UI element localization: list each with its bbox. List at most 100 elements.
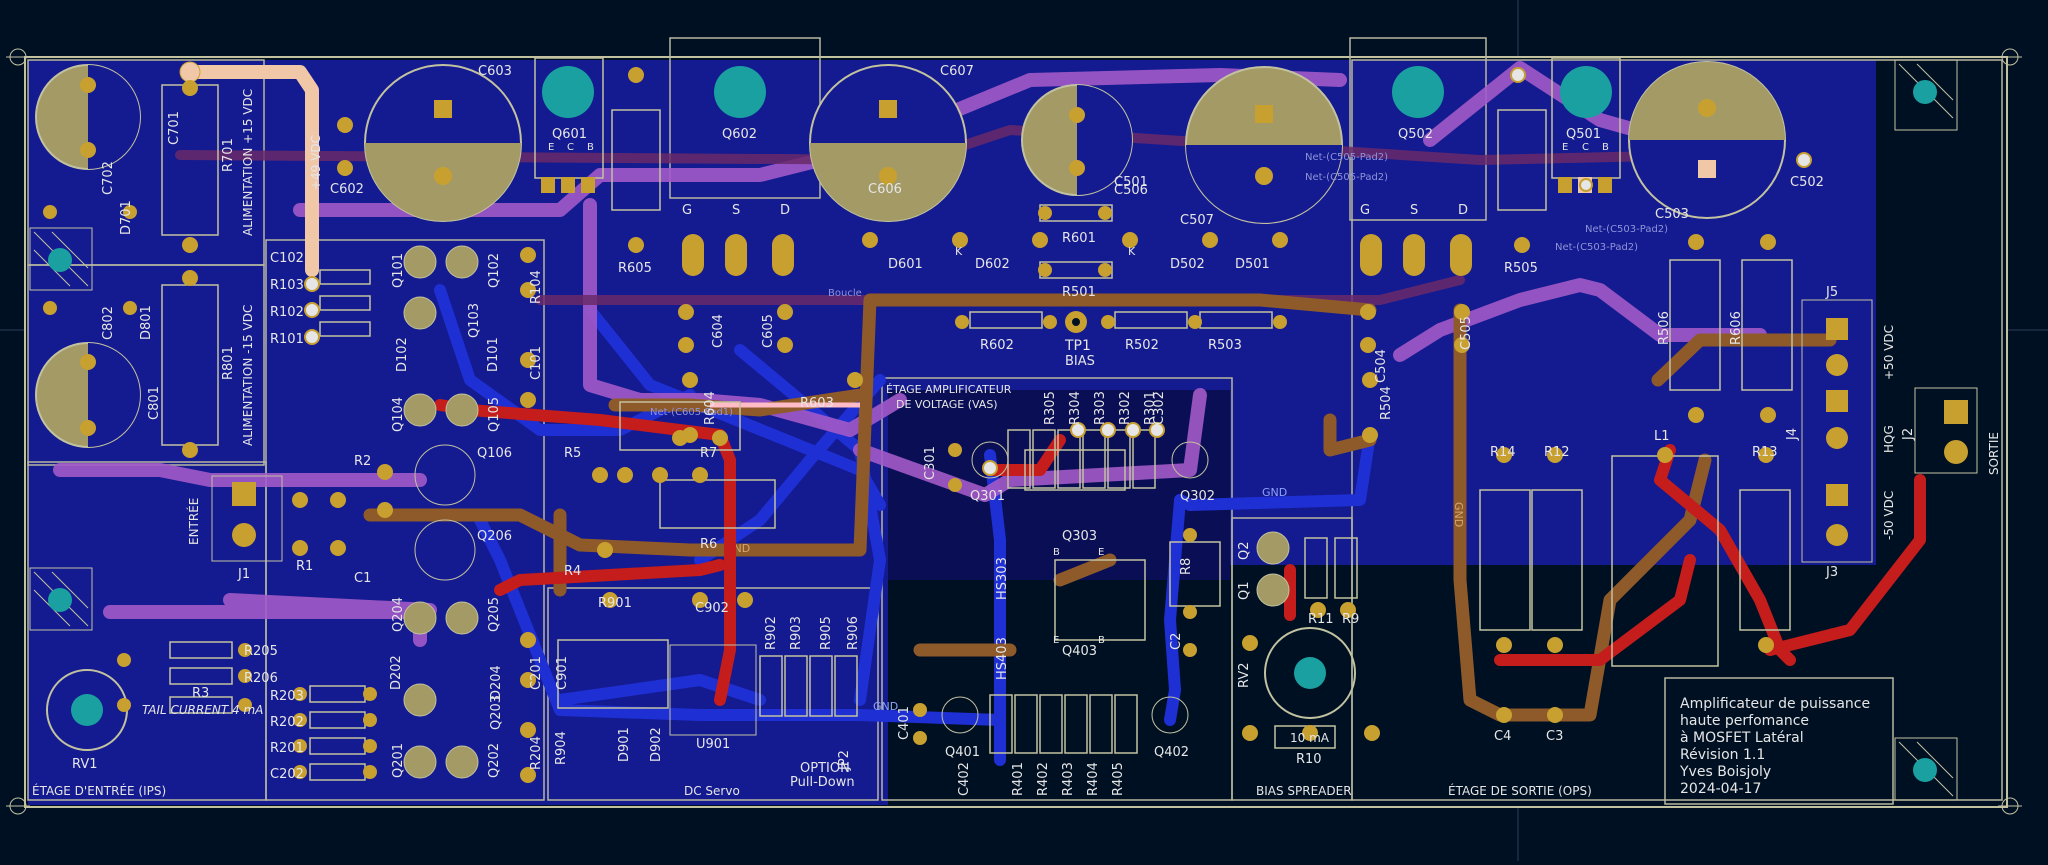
ref-label-c602: C602 xyxy=(330,182,364,197)
net-gnd-label-3: GND xyxy=(1452,502,1465,527)
label-pos50: +50 VDC xyxy=(1882,325,1896,380)
ref-label-r501: R501 xyxy=(1062,285,1096,300)
section-label-vas-1: ÉTAGE AMPLIFICATEUR xyxy=(886,383,1012,396)
ref-label-jp2: JP2 xyxy=(837,750,852,771)
ref-label-r301: R301 xyxy=(1143,391,1158,425)
ref-label-d701: D701 xyxy=(119,200,134,235)
cap-c801[interactable] xyxy=(35,342,141,448)
ref-label-r5: R5 xyxy=(564,446,581,461)
ref-label-r506: R506 xyxy=(1657,311,1672,345)
transistor-q502[interactable] xyxy=(1360,66,1472,276)
pads xyxy=(43,67,1776,783)
ref-label-q502: Q502 xyxy=(1398,127,1433,142)
ref-label-c607: C607 xyxy=(940,64,974,79)
title-line-2: haute perfomance xyxy=(1680,713,1809,729)
label-hqg: HQG xyxy=(1882,425,1896,453)
ref-label-c501: C501 xyxy=(1114,175,1148,190)
ref-label-r7: R7 xyxy=(700,446,717,461)
ref-label-r602: R602 xyxy=(980,338,1014,353)
ref-label-r801: R801 xyxy=(221,346,236,380)
ref-label-j3: J3 xyxy=(1825,565,1838,580)
ref-label-r2: R2 xyxy=(354,454,371,469)
title-line-6: 2024-04-17 xyxy=(1680,781,1761,797)
ref-label-r11: R11 xyxy=(1308,612,1334,627)
cap-c701[interactable] xyxy=(35,64,141,170)
cap-c603[interactable] xyxy=(364,64,522,222)
ref-label-r701: R701 xyxy=(221,138,236,172)
label-neg50: -50 VDC xyxy=(1882,491,1896,540)
ref-label-c603: C603 xyxy=(478,64,512,79)
cap-c506[interactable] xyxy=(1021,84,1133,196)
ref-label-d102: D102 xyxy=(395,337,410,372)
ref-label-d601: D601 xyxy=(888,257,923,272)
ref-label-c3: C3 xyxy=(1546,729,1563,744)
ref-label-d502: D502 xyxy=(1170,257,1205,272)
label-sortie: SORTIE xyxy=(1987,432,2001,475)
section-label-ips: ÉTAGE D'ENTRÉE (IPS) xyxy=(32,783,166,798)
connector-j2[interactable] xyxy=(1914,387,1978,474)
ref-label-q401: Q401 xyxy=(945,745,980,760)
cap-c503[interactable] xyxy=(1628,61,1786,219)
chip-u901[interactable] xyxy=(669,644,757,736)
ref-label-k: K xyxy=(955,245,963,258)
ref-label-c1: C1 xyxy=(354,571,371,586)
ref-label-r905: R905 xyxy=(819,616,834,650)
connector-j1[interactable] xyxy=(211,475,283,562)
ref-label-r604: R604 xyxy=(703,391,718,425)
tp1-name: TP1 xyxy=(1064,338,1091,354)
ref-label-u901: U901 xyxy=(696,737,730,752)
ref-label-c: C xyxy=(567,142,574,153)
ref-label-r505: R505 xyxy=(1504,261,1538,276)
net-label-c505b: Net-(C505-Pad2) xyxy=(1305,172,1388,183)
q502-heatsink xyxy=(1349,37,1487,221)
ref-label-c702: C702 xyxy=(101,161,116,195)
net-label-bootie: Boucle xyxy=(828,288,862,299)
ref-label-b: B xyxy=(1098,635,1105,646)
connectors xyxy=(211,299,1978,563)
ref-label-b: B xyxy=(587,142,594,153)
ref-label-c302: C302 xyxy=(1152,391,1167,425)
mount-hole-ml xyxy=(29,567,93,631)
ref-label-r4: R4 xyxy=(564,564,581,579)
ref-label-r101: R101 xyxy=(270,332,304,347)
ref-label-c507: C507 xyxy=(1180,213,1214,228)
ref-label-j2: J2 xyxy=(1901,428,1916,441)
ref-label-d902: D902 xyxy=(649,727,664,762)
ref-label-c504: C504 xyxy=(1374,349,1389,383)
cap-c507[interactable] xyxy=(1185,66,1343,224)
title-line-3: à MOSFET Latéral xyxy=(1680,730,1804,746)
ref-label-r906: R906 xyxy=(846,616,861,650)
connector-j5-j4-j3[interactable] xyxy=(1801,299,1873,563)
plus49-rail-pad[interactable] xyxy=(179,61,201,83)
ref-label-r9: R9 xyxy=(1342,612,1359,627)
ref-label-c202: C202 xyxy=(270,767,304,782)
ref-label-r302: R302 xyxy=(1118,391,1133,425)
ref-label-b: B xyxy=(1602,142,1609,153)
inner-purple-traces xyxy=(53,61,1767,647)
ref-label-r10: R10 xyxy=(1296,752,1322,767)
ref-label-e: E xyxy=(1562,142,1568,153)
ref-label-c: C xyxy=(1582,142,1589,153)
cap-c607[interactable] xyxy=(809,64,967,222)
potentiometers xyxy=(46,627,1356,751)
ref-label-q403: Q403 xyxy=(1062,644,1097,659)
ref-label-d901: D901 xyxy=(617,727,632,762)
ref-label-rv1: RV1 xyxy=(72,757,98,772)
transistor-q602[interactable] xyxy=(682,66,794,276)
trimmer-rv1[interactable] xyxy=(46,669,128,751)
ref-label-r6: R6 xyxy=(700,537,717,552)
vias xyxy=(304,67,1812,476)
ref-label-c701: C701 xyxy=(167,111,182,145)
section-label-vas-2: DE VOLTAGE (VAS) xyxy=(896,398,998,411)
ref-label-rv2: RV2 xyxy=(1237,663,1252,689)
ref-label-q201: Q201 xyxy=(391,743,406,778)
mount-hole-br xyxy=(1894,737,1958,801)
ref-label-d202: D202 xyxy=(389,655,404,690)
ref-label-s: S xyxy=(732,203,740,218)
ref-label-c902: C902 xyxy=(695,601,729,616)
ref-label-c604: C604 xyxy=(711,314,726,348)
trimmer-rv2[interactable] xyxy=(1264,627,1356,719)
transistor-q601[interactable] xyxy=(534,57,604,193)
